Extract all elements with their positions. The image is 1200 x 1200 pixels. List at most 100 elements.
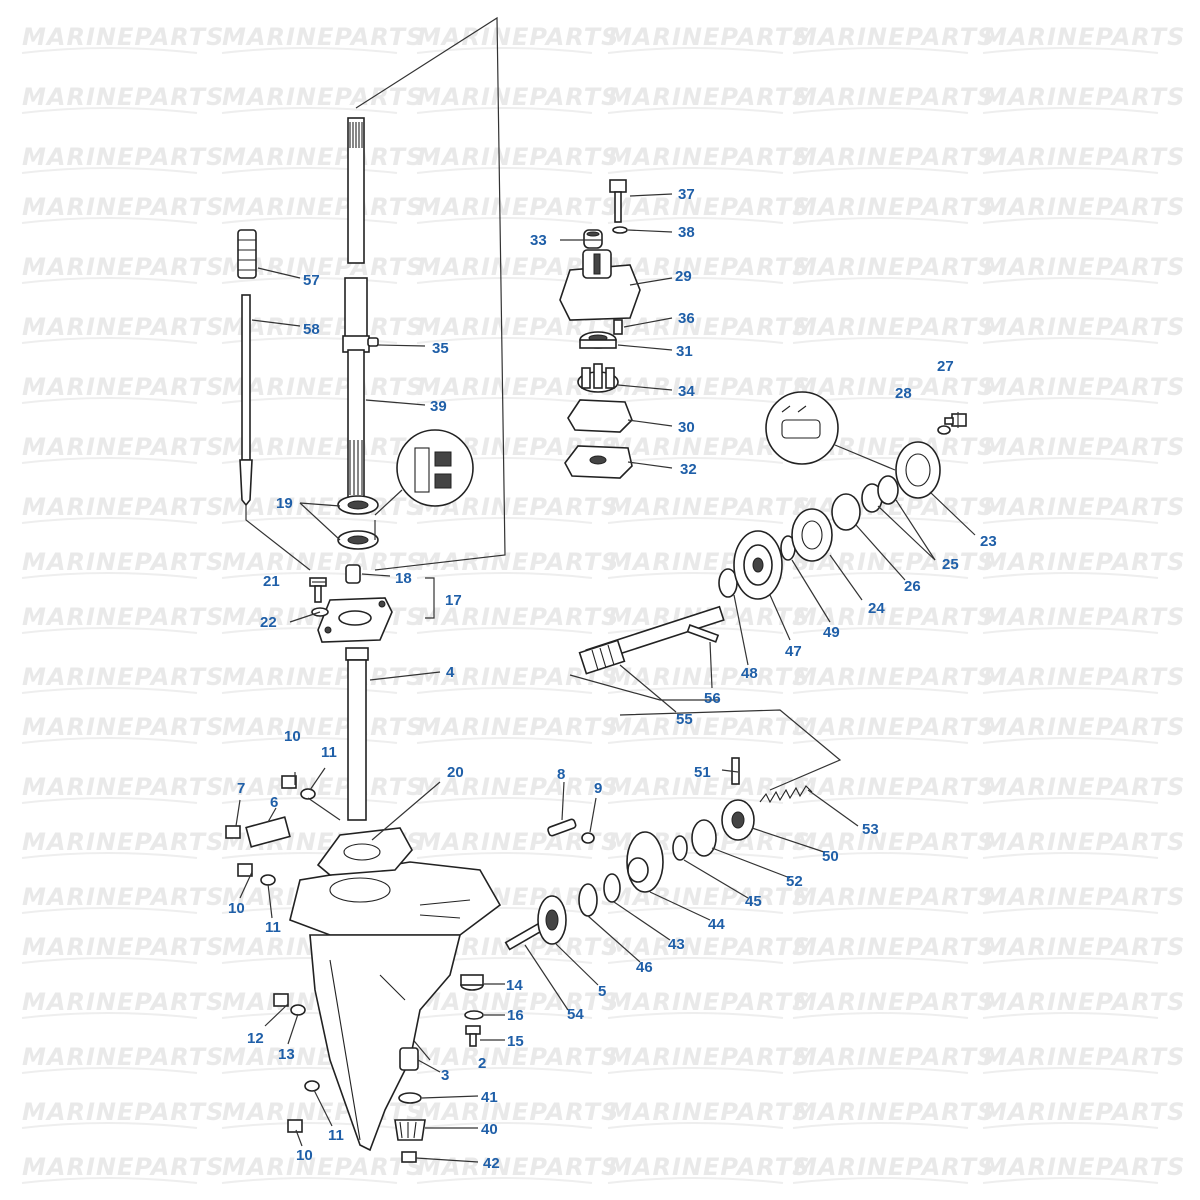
callout-9: 9 [594,780,602,797]
callout-18: 18 [395,570,412,587]
guide-lines [245,16,842,1061]
watermark-text: MARINEPARTS [222,1098,424,1126]
callout-45: 45 [745,893,762,910]
watermark-swoosh [21,47,198,54]
washer-11-upper [300,788,316,800]
lower-unit-housing [289,861,502,1152]
watermark-text: MARINEPARTS [793,1043,995,1071]
watermark-text: MARINEPARTS [608,933,810,961]
watermark-text: MARINEPARTS [417,548,619,576]
watermark-swoosh [21,517,198,524]
watermark-text: MARINEPARTS [22,828,224,856]
watermark-swoosh [982,797,1159,804]
watermark-text: MARINEPARTS [608,493,810,521]
watermark-text: MARINEPARTS [793,83,995,111]
watermark-text: MARINEPARTS [22,548,224,576]
watermark-swoosh [982,167,1159,174]
watermark-swoosh [221,217,398,224]
watermark-swoosh [982,1177,1159,1184]
callout-32: 32 [680,461,697,478]
watermark-text: MARINEPARTS [983,663,1185,691]
watermark-swoosh [982,737,1159,744]
watermark-text: MARINEPARTS [22,83,224,111]
watermark-swoosh [21,217,198,224]
callout-17: 17 [445,592,462,609]
watermark-text: MARINEPARTS [222,548,424,576]
watermark-text: MARINEPARTS [22,23,224,51]
callout-55: 55 [676,711,693,728]
watermark-text: MARINEPARTS [417,773,619,801]
watermark-text: MARINEPARTS [22,988,224,1016]
callout-10-middle: 10 [228,900,245,917]
callout-54: 54 [567,1006,584,1023]
callout-29: 29 [675,268,692,285]
callout-19: 19 [276,495,293,512]
watermark-swoosh [221,1177,398,1184]
watermark-swoosh [792,277,969,284]
shim-46 [578,883,598,917]
callout-5: 5 [598,983,606,1000]
watermark-text: MARINEPARTS [608,988,810,1016]
washer-38 [612,226,628,234]
watermark-swoosh [792,1067,969,1074]
watermark-swoosh [607,1177,784,1184]
watermark-swoosh [21,957,198,964]
bearing-19 [337,495,379,550]
watermark-text: MARINEPARTS [222,23,424,51]
watermark-swoosh [21,457,198,464]
watermark-swoosh [21,907,198,914]
callout-42: 42 [483,1155,500,1172]
watermark-swoosh [21,337,198,344]
watermark-text: MARINEPARTS [983,603,1185,631]
callout-14: 14 [506,977,523,994]
callout-13: 13 [278,1046,295,1063]
watermark-text: MARINEPARTS [983,193,1185,221]
watermark-swoosh [792,957,969,964]
watermark-swoosh [21,737,198,744]
nut-42 [401,1151,417,1163]
callout-30: 30 [678,419,695,436]
watermark-swoosh [21,107,198,114]
callout-26: 26 [904,578,921,595]
callout-11-lower: 11 [328,1127,344,1144]
o-ring-26 [831,493,861,531]
watermark-swoosh [982,457,1159,464]
callout-35: 35 [432,340,449,357]
washer-16 [464,1010,484,1020]
watermark-swoosh [982,907,1159,914]
watermark-swoosh [792,107,969,114]
watermark-text: MARINEPARTS [983,548,1185,576]
watermark-swoosh [221,517,398,524]
watermark-swoosh [21,167,198,174]
callout-40: 40 [481,1121,498,1138]
callout-50: 50 [822,848,839,865]
watermark-text: MARINEPARTS [983,313,1185,341]
washer-41 [398,1092,422,1104]
watermark-swoosh [982,337,1159,344]
callout-37: 37 [678,186,695,203]
callout-8: 8 [557,766,565,783]
nut-9 [581,832,595,844]
watermark-text: MARINEPARTS [417,1098,619,1126]
watermark-text: MARINEPARTS [22,1043,224,1071]
callout-34: 34 [678,383,695,400]
watermark-swoosh [982,1067,1159,1074]
bearing-24 [791,508,833,562]
driveshaft-assembly [309,117,474,821]
bearing-housing-23 [895,441,941,499]
plate-32 [564,445,633,479]
callout-43: 43 [668,936,685,953]
callout-49: 49 [823,624,840,641]
watermark-text: MARINEPARTS [983,883,1185,911]
watermark-text: MARINEPARTS [983,143,1185,171]
watermark-swoosh [416,1177,593,1184]
watermark-swoosh [416,627,593,634]
watermark-text: MARINEPARTS [983,433,1185,461]
watermark-text: MARINEPARTS [983,83,1185,111]
watermark-swoosh [21,797,198,804]
watermark-swoosh [221,687,398,694]
watermark-text: MARINEPARTS [417,1153,619,1181]
callout-10-lower: 10 [296,1147,313,1164]
